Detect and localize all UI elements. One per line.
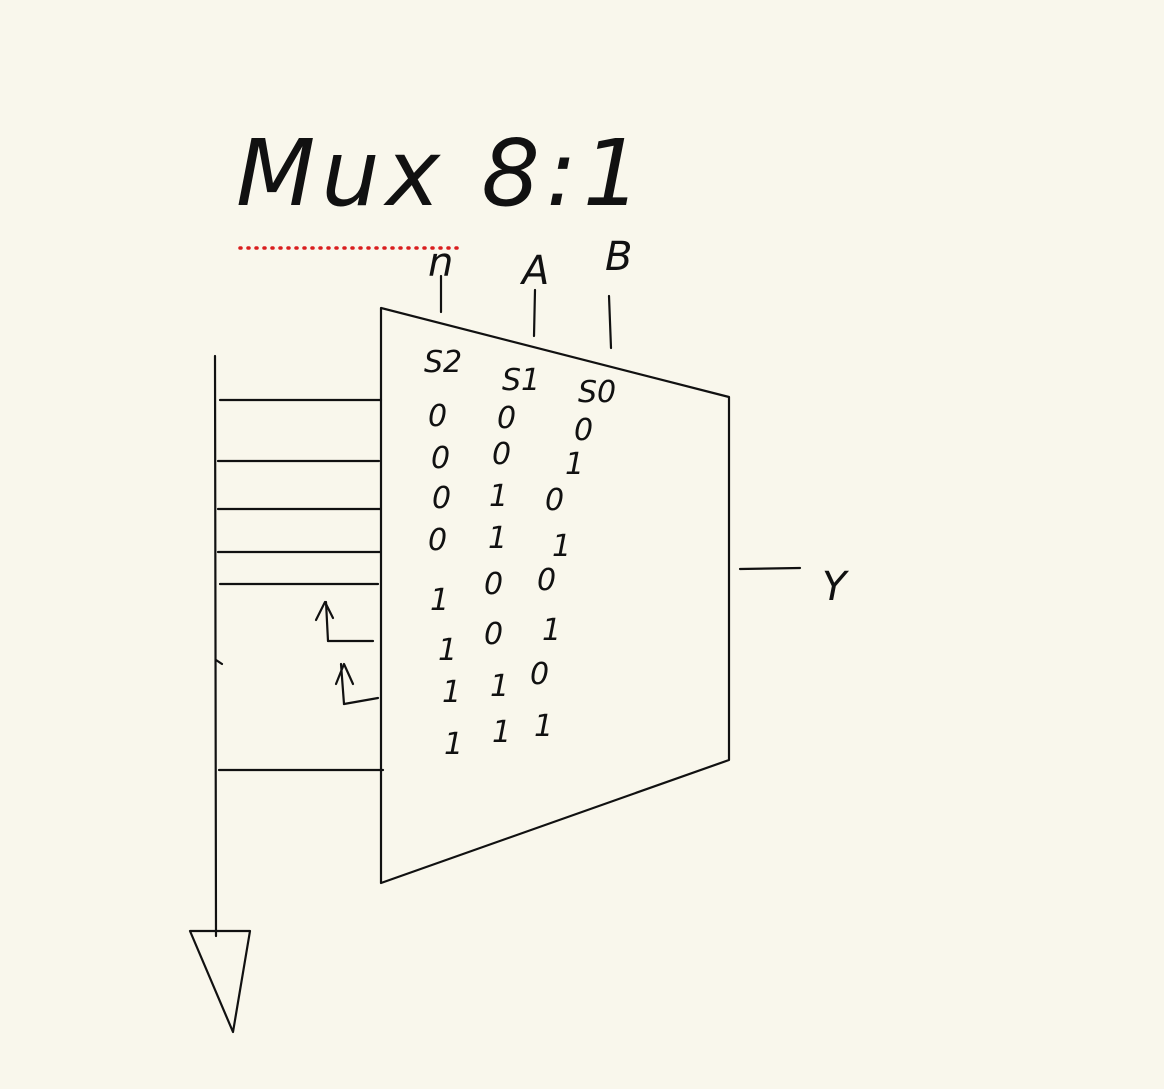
tt-r2-s2: 0 — [432, 481, 451, 516]
bus-line — [213, 354, 218, 938]
tt-r0-s2: 0 — [428, 399, 447, 434]
select-label-s2: S2 — [424, 345, 462, 380]
tt-r4-s1: 0 — [484, 567, 503, 602]
truth-table: 0 0 0 0 0 1 0 1 0 0 1 1 1 0 0 1 0 1 1 1 … — [428, 399, 593, 762]
data-input-5 — [314, 600, 375, 643]
tt-r1-s0: 1 — [565, 447, 584, 482]
tt-r6-s1: 1 — [490, 669, 509, 704]
tt-r4-s2: 1 — [430, 583, 449, 618]
ground-symbol — [188, 929, 252, 1034]
tt-r7-s0: 1 — [534, 709, 553, 744]
tt-r7-s1: 1 — [492, 715, 511, 750]
mux-body — [379, 306, 731, 885]
tt-r2-s1: 1 — [489, 479, 508, 514]
tt-r3-s1: 1 — [488, 521, 507, 556]
tt-r1-s1: 0 — [492, 437, 511, 472]
tt-r0-s0: 0 — [574, 413, 593, 448]
select-line-s0 — [607, 294, 613, 350]
select-mark-s0: B — [605, 234, 632, 280]
data-input-6 — [334, 662, 380, 706]
tt-r5-s0: 1 — [542, 613, 561, 648]
tt-r2-s0: 0 — [545, 483, 564, 518]
tt-r3-s2: 0 — [428, 523, 447, 558]
tt-r5-s1: 0 — [484, 617, 503, 652]
bus-tick — [214, 658, 224, 666]
select-line-s1 — [532, 288, 537, 338]
tt-r1-s2: 0 — [431, 441, 450, 476]
select-label-s0: S0 — [578, 375, 616, 410]
tt-r6-s2: 1 — [442, 675, 461, 710]
tt-r7-s2: 1 — [444, 727, 463, 762]
select-mark-s2: n — [428, 240, 453, 286]
tt-r5-s2: 1 — [438, 633, 457, 668]
diagram-title: Mux 8:1 — [236, 120, 647, 227]
tt-r4-s0: 0 — [537, 563, 556, 598]
tt-r6-s0: 0 — [530, 657, 549, 692]
output-line — [738, 566, 802, 571]
tt-r3-s0: 1 — [552, 529, 571, 564]
select-mark-s1: A — [519, 248, 549, 294]
output-label: Y — [822, 564, 850, 610]
select-label-s1: S1 — [502, 363, 540, 398]
tt-r0-s1: 0 — [497, 401, 516, 436]
